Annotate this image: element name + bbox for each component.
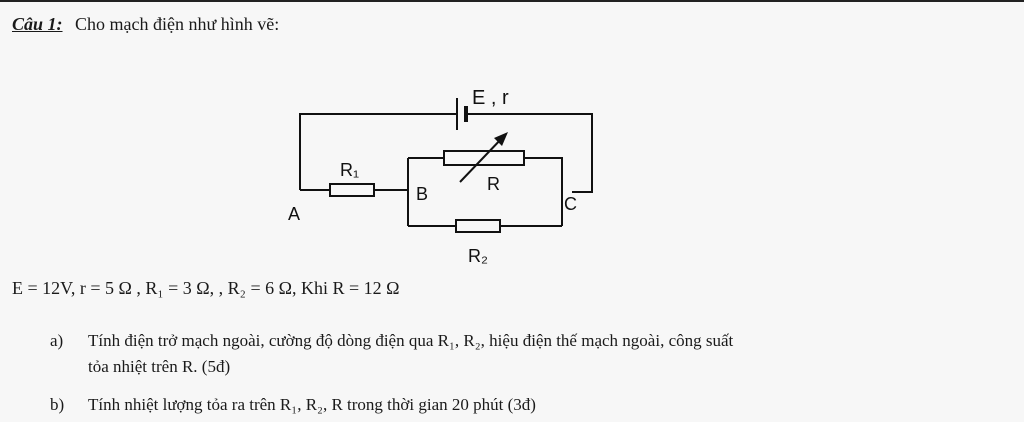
question-header: Câu 1: Cho mạch điện như hình vẽ: [12,14,279,35]
node-c: C [564,194,577,214]
part-a-line2: tỏa nhiệt trên R. (5đ) [88,357,231,376]
part-b: b) Tính nhiệt lượng tỏa ra trên R₁, R₂, R… [50,392,1000,418]
circuit-diagram: E , r R₁ R R₂ A B C [288,87,593,266]
part-b-letter: b) [50,395,65,414]
resistor-r2 [455,219,501,233]
wire-top-left [299,113,456,190]
part-a-letter: a) [50,331,64,350]
resistor-r1 [329,183,375,197]
label-r1: R₁ [340,160,359,180]
part-a-line1: Tính điện trở mạch ngoài, cường độ dòng … [88,331,734,350]
variable-arrow-shaft [459,135,505,183]
wire-top-right [466,113,593,193]
wire-upper-right [524,157,563,226]
label-r: R [487,174,500,194]
top-border-line [0,0,1024,2]
label-source: E , r [472,87,509,109]
question-prompt: Cho mạch điện như hình vẽ: [75,14,280,34]
question-label: Câu 1: [12,14,63,34]
variable-arrow-head [494,132,508,146]
given-values: E = 12V, r = 5 Ω , R₁ = 3 Ω, , R₂ = 6 Ω,… [12,278,400,298]
part-a: a) Tính điện trở mạch ngoài, cường độ dòn… [50,328,1000,380]
label-r2: R₂ [468,246,488,266]
node-b: B [416,184,428,204]
part-b-line1: Tính nhiệt lượng tỏa ra trên R₁, R₂, R t… [88,395,536,414]
node-a: A [288,204,300,224]
